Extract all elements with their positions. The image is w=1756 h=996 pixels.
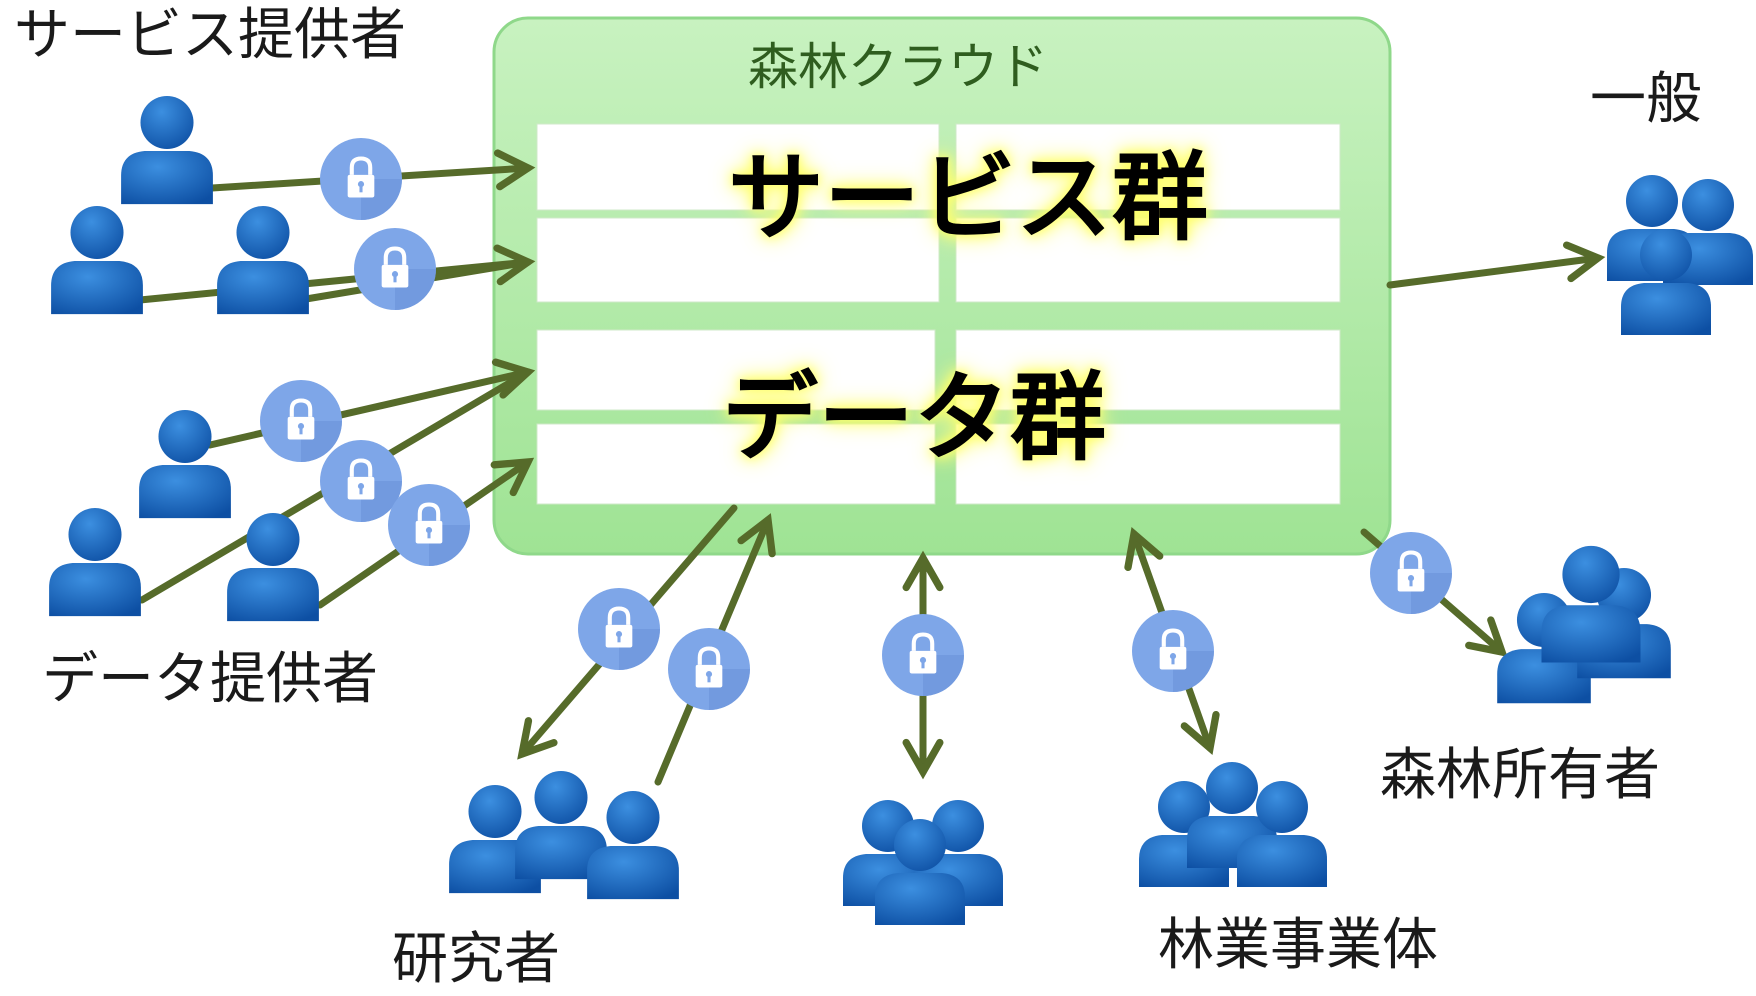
data-providers-label: データ提供者 bbox=[42, 647, 378, 712]
lock-icon bbox=[260, 380, 342, 462]
service-group-label: サービス群 bbox=[728, 142, 1208, 254]
forest-owners-label: 森林所有者 bbox=[1380, 743, 1660, 808]
person-icon bbox=[49, 507, 141, 617]
forest-owner-people bbox=[1497, 545, 1671, 704]
data-slot bbox=[955, 329, 1341, 411]
data-slot bbox=[955, 423, 1341, 505]
lock-icon bbox=[320, 440, 402, 522]
arrow bbox=[206, 358, 536, 449]
arrow bbox=[1386, 241, 1606, 289]
lock-icon bbox=[388, 484, 470, 566]
person-icon bbox=[227, 512, 319, 622]
forestry-business-people-right bbox=[1139, 762, 1327, 887]
lock-icon bbox=[354, 228, 436, 310]
data-slot bbox=[536, 423, 936, 505]
arrow bbox=[136, 244, 536, 304]
data-group-label: データ群 bbox=[722, 362, 1106, 474]
researcher-people bbox=[449, 770, 679, 900]
person-icon bbox=[51, 205, 143, 315]
lock-icon bbox=[578, 588, 660, 670]
forestry-businesses-label: 林業事業体 bbox=[1158, 913, 1438, 978]
lock-icon bbox=[668, 628, 750, 710]
lock-icon bbox=[320, 138, 402, 220]
cloud-title: 森林クラウド bbox=[748, 38, 1048, 96]
service-slot bbox=[536, 217, 940, 303]
person-icon bbox=[139, 409, 231, 519]
lock-icon bbox=[1132, 610, 1214, 692]
forest-cloud-container bbox=[492, 16, 1392, 556]
forestry-business-people-center bbox=[843, 800, 1003, 925]
general-public-label: 一般 bbox=[1590, 67, 1702, 132]
service-provider-people bbox=[51, 95, 309, 315]
general-public-people bbox=[1607, 175, 1753, 335]
lock-icon bbox=[1370, 532, 1452, 614]
service-slot bbox=[955, 217, 1341, 303]
service-slot bbox=[536, 123, 940, 211]
person-icon bbox=[121, 95, 213, 205]
person-icon bbox=[217, 205, 309, 315]
service-providers-label: サービス提供者 bbox=[14, 3, 406, 68]
researchers-label: 研究者 bbox=[392, 927, 560, 992]
data-slot bbox=[536, 329, 936, 411]
lock-icon bbox=[882, 614, 964, 696]
service-slot bbox=[955, 123, 1341, 211]
